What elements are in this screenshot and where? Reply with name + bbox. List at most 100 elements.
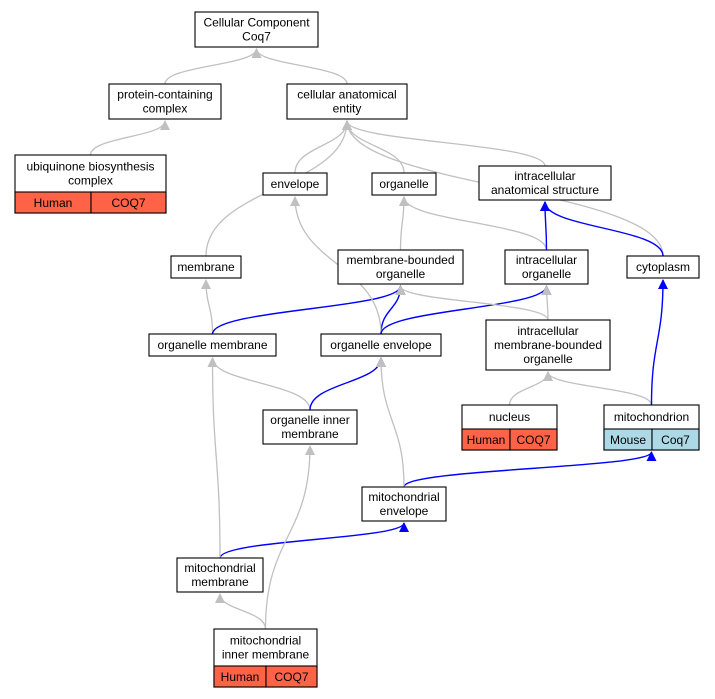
node-mem[interactable]: membrane xyxy=(170,255,242,279)
node-label-line: organelle xyxy=(523,352,573,366)
node-box xyxy=(361,486,447,522)
node-label-line: membrane xyxy=(281,427,339,441)
edge-om-to-mem xyxy=(201,279,214,335)
edge-imbo-to-io xyxy=(541,285,552,321)
node-label-line: protein-containing xyxy=(117,88,212,102)
node-box xyxy=(148,333,277,357)
edge-mim-to-oim xyxy=(264,445,315,630)
edge-io-to-ias xyxy=(540,201,551,251)
edge-cyto-to-ias xyxy=(540,201,664,257)
edge-pcc-to-root xyxy=(164,48,262,85)
node-box xyxy=(320,333,442,357)
node-label-line: inner membrane xyxy=(222,648,310,662)
node-label-line: membrane-bounded xyxy=(494,338,602,352)
node-label-line: cellular anatomical xyxy=(297,88,396,102)
edge-oim-to-oe xyxy=(309,357,386,411)
node-box xyxy=(371,172,437,196)
node-box xyxy=(337,249,464,285)
node-box xyxy=(286,83,408,120)
node-om[interactable]: organelle membrane xyxy=(148,333,277,357)
edge-cae-to-root xyxy=(251,48,348,85)
node-oe[interactable]: organelle envelope xyxy=(320,333,442,357)
node-label-line: organelle membrane xyxy=(157,338,267,352)
node-env[interactable]: envelope xyxy=(262,172,328,196)
edge-mim-to-mmem xyxy=(215,593,267,630)
node-box xyxy=(262,409,358,445)
gene-cell xyxy=(90,191,167,214)
species-label: Human xyxy=(467,433,506,447)
edge-mito-to-cyto xyxy=(650,279,668,406)
edge-imbo-to-mbo xyxy=(395,285,549,321)
edges-layer xyxy=(89,48,668,630)
gene-cell xyxy=(265,665,318,688)
edge-io-to-org xyxy=(399,196,548,251)
node-label-line: organelle inner xyxy=(270,413,349,427)
node-label-line: intracellular xyxy=(516,253,577,267)
node-label-line: envelope xyxy=(380,504,429,518)
gene-cell xyxy=(509,428,558,451)
edge-ubc-to-pcc xyxy=(89,120,170,156)
species-label: Human xyxy=(221,670,260,684)
node-label-line: entity xyxy=(333,102,362,116)
node-label-line: organelle envelope xyxy=(330,338,432,352)
node-label-line: ubiquinone biosynthesis xyxy=(26,160,154,174)
node-label-line: membrane-bounded xyxy=(346,253,454,267)
edge-mmem-to-om xyxy=(207,357,221,559)
node-label-line: organelle xyxy=(522,267,572,281)
node-label-line: complex xyxy=(68,174,113,188)
node-label-line: membrane xyxy=(191,575,249,589)
edge-org-to-cae xyxy=(342,120,405,174)
species-label: Human xyxy=(34,196,73,210)
node-label-line: nucleus xyxy=(489,410,530,424)
node-label-line: organelle xyxy=(379,177,429,191)
edge-mmem-to-menv xyxy=(219,522,409,559)
gene-label: Coq7 xyxy=(661,433,690,447)
edge-oe-to-io xyxy=(380,285,552,335)
node-label-line: cytoplasm xyxy=(636,260,690,274)
node-org[interactable]: organelle xyxy=(371,172,437,196)
node-box xyxy=(504,249,589,285)
edge-om-to-mbo xyxy=(211,285,406,335)
edge-oim-to-om xyxy=(207,357,311,411)
node-box xyxy=(108,83,222,120)
node-box xyxy=(176,557,264,593)
node-label-line: membrane xyxy=(177,260,235,274)
edge-nuc-to-imbo xyxy=(508,371,553,406)
edge-ias-to-cae xyxy=(342,120,546,167)
species-label: Mouse xyxy=(610,433,646,447)
node-label-line: envelope xyxy=(271,177,320,191)
node-label-line: organelle xyxy=(376,267,426,281)
node-box xyxy=(478,165,612,201)
node-label-line: mitochondrial xyxy=(230,634,301,648)
node-label-line: anatomical structure xyxy=(491,183,599,197)
edge-mbo-to-org xyxy=(398,196,409,251)
node-box xyxy=(262,172,328,196)
node-box xyxy=(170,255,242,279)
node-label-line: Coq7 xyxy=(242,30,271,44)
node-label-line: mitochondrial xyxy=(184,561,255,575)
edge-menv-to-oe xyxy=(376,357,405,488)
gene-label: COQ7 xyxy=(111,196,145,210)
node-box xyxy=(194,11,319,48)
node-cyto[interactable]: cytoplasm xyxy=(626,255,700,279)
node-box xyxy=(626,255,700,279)
node-label-line: intracellular xyxy=(514,169,575,183)
edge-mito-to-imbo xyxy=(543,371,653,406)
node-label-line: mitochondrion xyxy=(614,410,689,424)
